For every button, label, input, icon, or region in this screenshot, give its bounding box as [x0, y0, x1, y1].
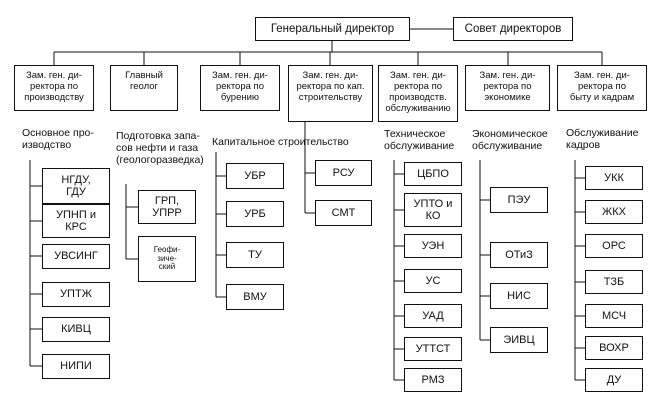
unit-rmz: РМЗ [404, 368, 462, 392]
area-main-production: Основное про- изводство [22, 127, 94, 152]
area-reserves-preparation: Подготовка запа- сов нефти и газа (геоло… [116, 130, 204, 167]
dept-production-box: Зам. ген. ди- ректора по производству [14, 65, 94, 111]
unit-nipi: НИПИ [42, 354, 110, 379]
unit-upto-ko: УПТО и КО [404, 193, 462, 227]
unit-ukk: УКК [585, 166, 643, 190]
dept-geologist-box: Главный геолог [110, 65, 178, 111]
unit-vohr: ВОХР [585, 336, 643, 360]
unit-uvsing: УВСИНГ [42, 244, 110, 269]
unit-rsu: РСУ [315, 160, 372, 186]
unit-eivc: ЭИВЦ [490, 327, 548, 353]
dept-production-service-box: Зам. ген. ди- ректора по производств. об… [378, 65, 458, 122]
unit-smt: СМТ [315, 200, 372, 226]
unit-vmu: ВМУ [226, 284, 284, 310]
unit-cbpo: ЦБПО [404, 162, 462, 186]
area-technical-service: Техническое обслуживание [384, 128, 455, 153]
unit-urb: УРБ [226, 201, 284, 227]
unit-msch: МСЧ [585, 304, 643, 328]
board-box: Совет директоров [453, 17, 573, 41]
unit-uad: УАД [404, 304, 462, 328]
unit-du: ДУ [585, 368, 643, 392]
unit-upnp-krs: УПНП и КРС [42, 204, 110, 238]
unit-tu: ТУ [226, 242, 284, 268]
area-capital-construction: Капитальное строительство [212, 136, 349, 148]
dept-capital-construction-box: Зам. ген. ди- ректора по кап. строительс… [288, 65, 373, 122]
unit-otiz: ОТиЗ [490, 242, 548, 268]
unit-ngdu-gdu: НГДУ, ГДУ [42, 168, 110, 204]
unit-geophysical: Геофи- зиче- ский [138, 236, 196, 282]
unit-kivc: КИВЦ [42, 317, 110, 342]
unit-uen: УЭН [404, 234, 462, 258]
unit-tzb: ТЗБ [585, 270, 643, 294]
dept-economics-box: Зам. ген. ди- ректора по экономике [465, 65, 550, 111]
area-economic-service: Экономическое обслуживание [472, 128, 548, 153]
area-hr-service: Обслуживание кадров [566, 127, 639, 152]
unit-nis: НИС [490, 283, 548, 309]
unit-zhkh: ЖКХ [585, 200, 643, 224]
unit-peu: ПЭУ [490, 187, 548, 213]
unit-grp-uprr: ГРП, УПРР [138, 190, 196, 224]
unit-upthzh: УПТЖ [42, 282, 110, 307]
dept-household-hr-box: Зам. ген. ди- ректора по быту и кадрам [557, 65, 647, 111]
ceo-box: Генеральный директор [255, 17, 410, 41]
unit-ubr: УБР [226, 163, 284, 189]
unit-us: УС [404, 269, 462, 293]
dept-drilling-box: Зам. ген. ди- ректора по бурению [200, 65, 280, 111]
unit-uttst: УТТСТ [404, 337, 462, 361]
unit-ors: ОРС [585, 234, 643, 258]
